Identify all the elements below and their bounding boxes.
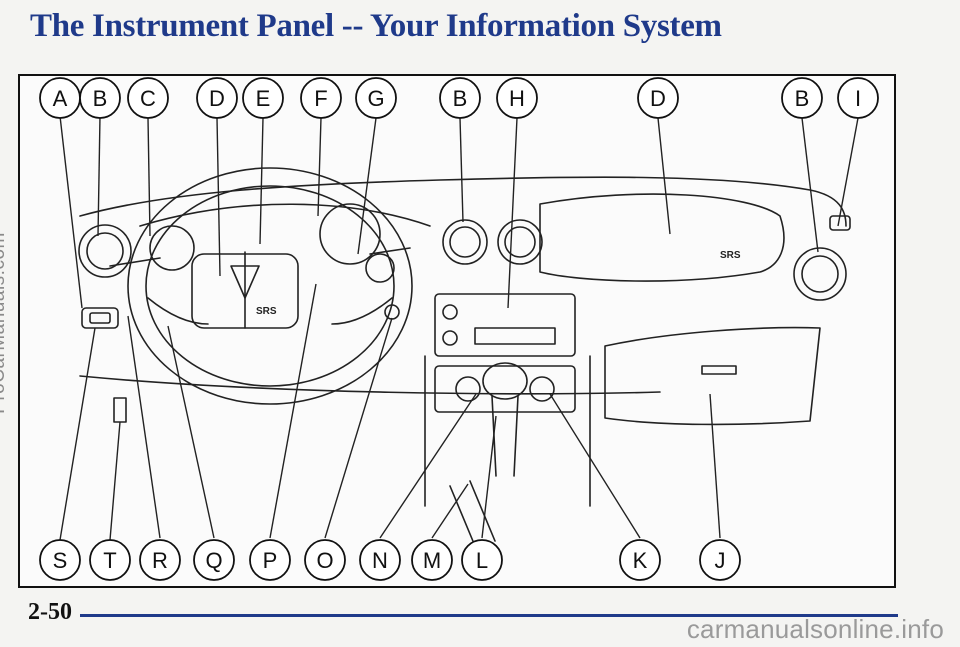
tachometer bbox=[319, 203, 381, 265]
callout-top-label-d: D bbox=[209, 86, 225, 111]
callout-top-label-a: A bbox=[53, 86, 68, 111]
radio-knob-top bbox=[442, 304, 458, 320]
callout-top-label-h: H bbox=[509, 86, 525, 111]
climate-control-panel bbox=[434, 365, 576, 413]
cluster-hood bbox=[139, 203, 431, 227]
center-console bbox=[424, 355, 591, 507]
side-watermark: ProCarManuals.com bbox=[0, 232, 9, 414]
callout-bottom-circle-n bbox=[359, 539, 401, 581]
headlamp-switch-knob bbox=[89, 312, 111, 324]
center-vent-left bbox=[442, 219, 488, 265]
glovebox bbox=[604, 326, 821, 426]
shift-knob bbox=[482, 362, 528, 400]
left-outer-vent-inner bbox=[86, 232, 124, 270]
callout-top-circle-i bbox=[837, 77, 879, 119]
steering-srs-label: SRS bbox=[256, 306, 277, 317]
callout-top-label-f: F bbox=[314, 86, 327, 111]
parking-brake bbox=[449, 480, 496, 547]
callout-bottom-circle-t bbox=[89, 539, 131, 581]
callout-top-circle-e bbox=[242, 77, 284, 119]
passenger-airbag-lid bbox=[539, 193, 785, 282]
callout-bottom-circle-o bbox=[304, 539, 346, 581]
callout-top-label-d: D bbox=[650, 86, 666, 111]
callout-bottom-label-t: T bbox=[103, 548, 116, 573]
callout-top-circle-b bbox=[79, 77, 121, 119]
callout-bottom-circle-p bbox=[249, 539, 291, 581]
callout-top-circle-b bbox=[781, 77, 823, 119]
callout-bottom-label-s: S bbox=[53, 548, 68, 573]
climate-knob-left bbox=[455, 376, 481, 402]
callout-top-circle-c bbox=[127, 77, 169, 119]
callout-top-label-c: C bbox=[140, 86, 156, 111]
headlamp-switch bbox=[81, 307, 119, 329]
climate-knob-right bbox=[529, 376, 555, 402]
right-outer-vent-inner bbox=[801, 255, 839, 293]
callout-top-circle-h bbox=[496, 77, 538, 119]
callout-bottom-label-o: O bbox=[316, 548, 333, 573]
callout-top-label-e: E bbox=[256, 86, 271, 111]
speedometer bbox=[149, 225, 195, 271]
callout-bottom-circle-k bbox=[619, 539, 661, 581]
page-number: 2-50 bbox=[28, 599, 72, 625]
callout-bottom-circle-q bbox=[193, 539, 235, 581]
callout-top-circle-d bbox=[196, 77, 238, 119]
callout-top-label-b: B bbox=[453, 86, 468, 111]
callout-bottom-circle-m bbox=[411, 539, 453, 581]
hood-release bbox=[113, 397, 127, 423]
small-gauge bbox=[365, 253, 395, 283]
callout-bottom-circle-r bbox=[139, 539, 181, 581]
callout-top-circle-g bbox=[355, 77, 397, 119]
turn-signal-lever bbox=[109, 257, 161, 267]
callout-top-circle-b bbox=[439, 77, 481, 119]
center-vent-right-inner bbox=[504, 226, 536, 258]
shift-lever bbox=[491, 395, 519, 477]
radio-display bbox=[474, 327, 556, 345]
glovebox-latch bbox=[701, 365, 737, 375]
callout-bottom-circle-l bbox=[461, 539, 503, 581]
steering-spoke-left bbox=[147, 297, 209, 325]
callout-top-label-i: I bbox=[855, 86, 861, 111]
left-outer-vent bbox=[78, 224, 132, 278]
radio-knob-bottom bbox=[442, 330, 458, 346]
callout-bottom-label-l: L bbox=[476, 548, 488, 573]
wiper-lever bbox=[369, 247, 411, 255]
callout-bottom-label-j: J bbox=[715, 548, 726, 573]
instrument-panel-illustration: SRS SRS A bbox=[39, 77, 879, 581]
callout-bottom-circle-s bbox=[39, 539, 81, 581]
center-vent-left-inner bbox=[449, 226, 481, 258]
callout-bottom-circle-j bbox=[699, 539, 741, 581]
steering-wheel-inner bbox=[145, 185, 395, 387]
dash-srs-label: SRS bbox=[720, 250, 741, 261]
bottom-watermark: carmanualsonline.info bbox=[686, 614, 944, 644]
callout-bottom-label-q: Q bbox=[205, 548, 222, 573]
page-title: The Instrument Panel -- Your Information… bbox=[30, 8, 722, 44]
callout-bottom-label-m: M bbox=[423, 548, 441, 573]
callout-top-label-b: B bbox=[93, 86, 108, 111]
steering-wheel bbox=[127, 167, 413, 405]
callout-bottom-label-r: R bbox=[152, 548, 168, 573]
center-vent-right bbox=[497, 219, 543, 265]
callout-top-circle-f bbox=[300, 77, 342, 119]
callout-bottom-label-n: N bbox=[372, 548, 388, 573]
steering-spoke-right bbox=[331, 297, 393, 325]
instrument-panel-figure: SRS SRS A bbox=[18, 74, 896, 588]
callout-top-circle-d bbox=[637, 77, 679, 119]
callout-bottom-label-k: K bbox=[633, 548, 648, 573]
right-outer-vent bbox=[793, 247, 847, 301]
callout-top-label-b: B bbox=[795, 86, 810, 111]
dashboard-lower-edge bbox=[79, 375, 661, 395]
callout-bottom-label-p: P bbox=[263, 548, 278, 573]
footer-rule bbox=[80, 614, 898, 617]
callout-top-label-g: G bbox=[367, 86, 384, 111]
radio bbox=[434, 293, 576, 357]
